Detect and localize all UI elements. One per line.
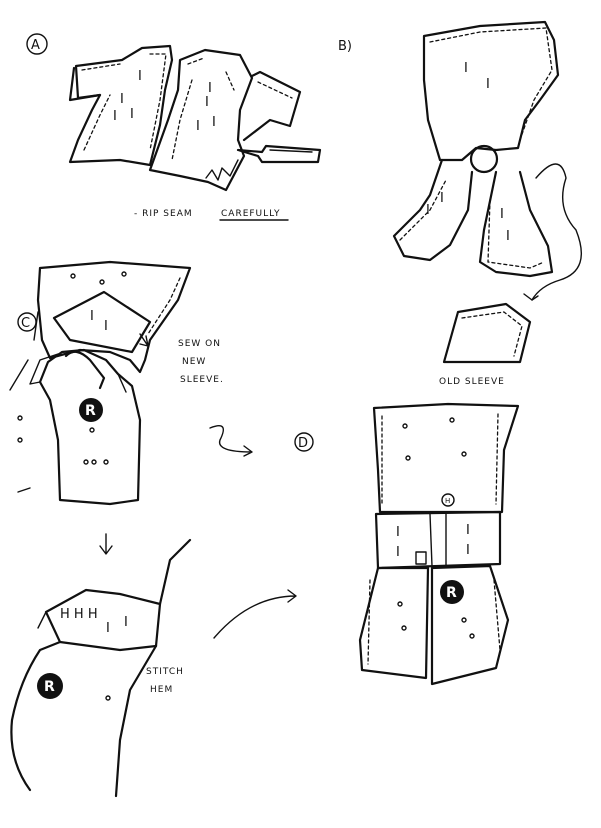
jacket-left-piece (68, 44, 174, 167)
step-d-circle (294, 432, 314, 452)
stripe-mark: I (466, 523, 470, 538)
jacket-right-sleeve (242, 70, 302, 142)
step-a-label: A (31, 38, 40, 53)
rip-seam-caption-emphasis: CAREFULLY (221, 209, 280, 219)
stripe-mark: I (440, 191, 444, 206)
step-c-label: C (21, 316, 30, 331)
hem-marks: H H H (60, 607, 98, 622)
sew-caption-line3: SLEEVE. (180, 375, 224, 385)
stripe-mark: I (196, 119, 200, 134)
old-sleeve-piece (442, 302, 532, 364)
sew-caption-line1: SEW ON (178, 339, 221, 349)
front-left-flap (392, 158, 474, 262)
stripe-mark: I (90, 309, 94, 324)
step-b-panel: B) OLD SLEEVE I I I I I I (338, 20, 583, 387)
jacket-upper-body (372, 402, 520, 514)
right-side-badge-letter: R (446, 585, 457, 601)
skirt-left-panel (358, 566, 430, 680)
front-right-flap (478, 170, 554, 278)
back-panel (422, 20, 560, 162)
stripe-mark: I (464, 61, 468, 76)
old-sleeve-caption: OLD SLEEVE (439, 377, 505, 387)
curly-arrow-line (531, 163, 583, 301)
stripe-mark: I (106, 621, 110, 636)
stripe-mark: I (138, 69, 142, 84)
step-a-circle (26, 33, 48, 55)
rip-seam-caption: - RIP SEAM (134, 209, 193, 219)
hem-body-outline (10, 640, 62, 792)
squiggle-arrow-icon (209, 425, 253, 457)
stripe-mark: I (208, 81, 212, 96)
stitch-caption-line1: STITCH (146, 667, 184, 677)
step-d-label: D (298, 436, 308, 451)
new-sleeve-patch (52, 290, 152, 354)
stripe-mark: I (396, 545, 400, 560)
stripe-mark: I (120, 92, 124, 107)
step-b-label: B) (338, 39, 352, 54)
step-a-panel: A I I I I I I I I - RIP SEAM CAREFULLY (26, 33, 322, 221)
down-arrow-icon (99, 533, 113, 555)
skirt-right-panel (430, 564, 510, 686)
hem-badge-letter: H (445, 497, 450, 505)
collar-piece (44, 588, 162, 652)
right-side-badge-letter: R (44, 679, 55, 695)
stitch-caption-line2: HEM (150, 685, 173, 695)
right-side-badge: R (79, 398, 103, 422)
stripe-mark: I (466, 543, 470, 558)
sleeve-cuff-left (68, 66, 102, 102)
stripe-mark: I (205, 95, 209, 110)
stripe-mark: I (113, 109, 117, 124)
sew-caption-line2: NEW (182, 357, 206, 367)
curve-arrow-icon (213, 589, 297, 639)
stripe-mark: I (500, 207, 504, 222)
stripe-mark: I (212, 115, 216, 130)
step-c-panel: C R I I SEW ON NEW SLEEVE. (9, 260, 224, 506)
garment-back-panel (36, 260, 192, 374)
right-side-badge-letter: R (85, 403, 96, 419)
right-side-badge: R (37, 673, 63, 699)
stitch-hem-panel: H H H I I R STITCH HEM (10, 538, 192, 798)
stripe-mark: I (104, 319, 108, 334)
stripe-mark: I (486, 77, 490, 92)
garment-front-panel (38, 348, 142, 506)
stripe-mark: I (506, 229, 510, 244)
seam-ripper-icon (236, 144, 322, 164)
jacket-right-piece (148, 48, 254, 192)
stripe-mark: I (426, 203, 430, 218)
stripe-mark: I (124, 615, 128, 630)
stripe-mark: I (130, 107, 134, 122)
stripe-mark: I (396, 525, 400, 540)
armhole (469, 144, 499, 174)
step-d-panel: D I I I I H R (294, 402, 520, 686)
right-side-badge: R (440, 580, 464, 604)
waistband (374, 510, 502, 570)
